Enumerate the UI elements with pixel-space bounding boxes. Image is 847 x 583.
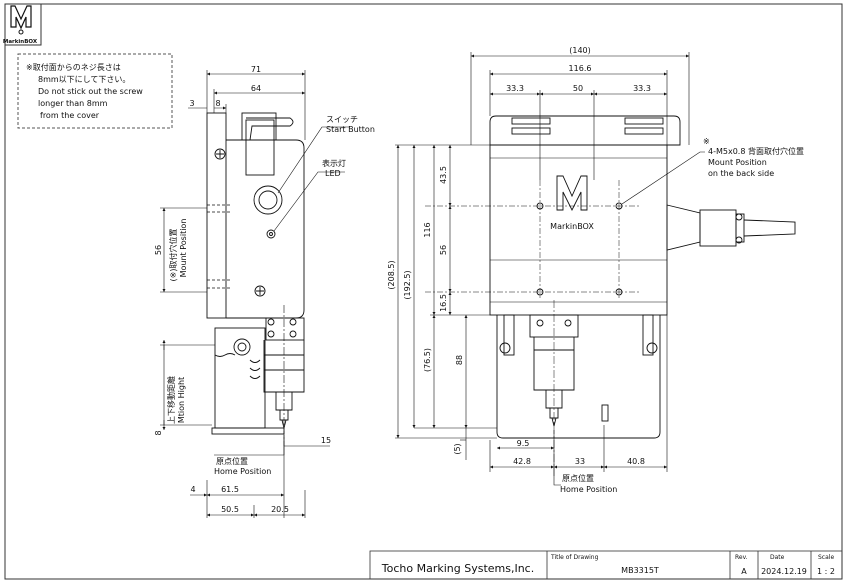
dim-3: 3 xyxy=(189,99,194,108)
led-label-en: LED xyxy=(325,169,341,178)
home-label-jp-side: 原点位置 xyxy=(216,456,248,466)
mount-note-en1: Mount Position xyxy=(708,158,767,167)
front-view-dimensions xyxy=(395,52,705,486)
dim-88: 88 xyxy=(455,355,464,365)
dim-16-5: 16.5 xyxy=(439,294,448,312)
home-label-jp-front: 原点位置 xyxy=(562,473,594,483)
front-connector xyxy=(666,204,701,251)
company-logo: MarkinBOX xyxy=(3,3,42,46)
dim-33-3-left: 33.3 xyxy=(506,84,524,93)
dim-56-front: 56 xyxy=(439,245,448,255)
note-en-line1: Do not stick out the screw xyxy=(38,87,143,96)
dim-61-5: 61.5 xyxy=(221,485,239,494)
dim-192-5: (192.5) xyxy=(403,270,412,299)
dim-116-6: 116.6 xyxy=(569,64,592,73)
motion-label-en: Mtion Hight xyxy=(177,377,186,423)
dim-33-3-right: 33.3 xyxy=(633,84,651,93)
dim-140: (140) xyxy=(569,46,591,55)
mount-note-jp: 4-M5x0.8 背面取付穴位置 xyxy=(708,146,804,156)
dim-5: (5) xyxy=(453,443,462,454)
note-jp-line2: 8mm以下にして下さい。 xyxy=(38,75,130,84)
title-block-text: Tocho Marking Systems,Inc. Title of Draw… xyxy=(381,554,835,576)
side-view xyxy=(206,112,305,440)
scale-caption: Scale xyxy=(818,554,834,561)
switch-label-jp: スイッチ xyxy=(326,115,358,124)
side-view-text: 71 64 3 8 56 (※)取付穴位置 Mount Position 8 上… xyxy=(154,65,375,514)
dim-9-5: 9.5 xyxy=(517,439,530,448)
rev-caption: Rev. xyxy=(735,554,748,561)
drawing-title: MB3315T xyxy=(621,566,659,575)
dim-33: 33 xyxy=(575,457,585,466)
side-mount-plate xyxy=(206,112,227,319)
mount-note-en2: on the back side xyxy=(708,169,774,178)
mount-label-en: Mount Position xyxy=(179,219,188,278)
motion-label-jp: 上下移動距離 xyxy=(166,376,176,424)
front-brand-text: MarkinBOX xyxy=(550,222,594,231)
note-en-line2: longer than 8mm xyxy=(38,99,108,108)
dim-15: 15 xyxy=(321,436,331,445)
scale-value: 1 : 2 xyxy=(817,567,835,576)
dim-116: 116 xyxy=(423,222,432,237)
start-button xyxy=(253,185,283,215)
rev-value: A xyxy=(741,567,747,576)
front-view-text: (140) 116.6 33.3 50 33.3 43.5 116 56 16.… xyxy=(387,46,804,494)
dim-20-5: 20.5 xyxy=(271,505,289,514)
title-caption: Title of Drawing xyxy=(550,554,599,561)
dim-43-5: 43.5 xyxy=(439,166,448,184)
date-caption: Date xyxy=(770,554,785,561)
logo-text: MarkinBOX xyxy=(3,39,38,45)
dim-76-5: (76.5) xyxy=(423,348,432,372)
home-label-en-front: Home Position xyxy=(560,485,617,494)
dim-50-5: 50.5 xyxy=(221,505,239,514)
dim-208-5: (208.5) xyxy=(387,260,396,289)
date-value: 2024.12.19 xyxy=(761,567,807,576)
dim-40-8: 40.8 xyxy=(627,457,645,466)
mount-label-jp: (※)取付穴位置 xyxy=(168,229,178,282)
note-jp-line1: ※取付面からのネジ長さは xyxy=(26,62,121,72)
dim-50: 50 xyxy=(573,84,583,93)
switch-label-en: Start Button xyxy=(326,125,375,134)
front-handle xyxy=(489,115,681,146)
dim-42-8: 42.8 xyxy=(513,457,531,466)
company-name: Tocho Marking Systems,Inc. xyxy=(381,562,534,575)
led-indicator xyxy=(266,229,276,239)
dim-8-side: 8 xyxy=(154,430,163,435)
dim-4: 4 xyxy=(190,485,195,494)
title-block xyxy=(369,550,843,580)
dim-71: 71 xyxy=(251,65,261,74)
side-view-dimensions xyxy=(160,70,350,518)
mount-note-mark: ※ xyxy=(703,137,710,146)
screw-note: ※取付面からのネジ長さは 8mm以下にして下さい。 Do not stick o… xyxy=(17,53,173,129)
home-label-en-side: Home Position xyxy=(214,467,271,476)
dim-64: 64 xyxy=(251,84,261,93)
dim-56-side: 56 xyxy=(154,245,163,255)
front-view xyxy=(425,115,796,478)
led-label-jp: 表示灯 xyxy=(322,158,346,168)
dim-8-top: 8 xyxy=(215,99,220,108)
note-en-line3: from the cover xyxy=(40,111,100,120)
